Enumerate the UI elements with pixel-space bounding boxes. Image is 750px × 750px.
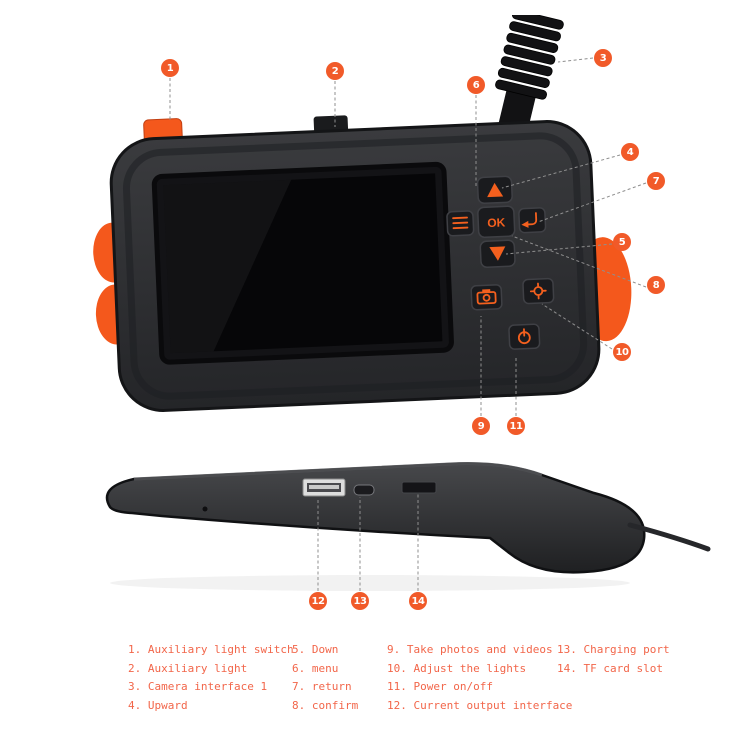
callout-9: 9 [472, 417, 490, 435]
legend-item: 1. Auxiliary light switch [128, 643, 294, 656]
legend-item: 9. Take photos and videos [387, 643, 553, 656]
camera-icon [476, 289, 497, 305]
callout-4: 4 [621, 143, 639, 161]
usb-a-port [302, 478, 346, 497]
legend-item: 8. confirm [292, 698, 359, 712]
screw-hole [202, 506, 208, 512]
callout-6: 6 [467, 76, 485, 94]
return-arrow-icon [521, 212, 538, 228]
arrow-up-icon [487, 182, 504, 198]
legend-item: 2. Auxiliary light [128, 661, 248, 675]
micro-usb-port [353, 484, 375, 496]
callout-13: 13 [351, 592, 369, 610]
confirm-button-illustration [477, 205, 516, 239]
return-button-illustration [518, 207, 547, 234]
arrow-down-icon [489, 246, 506, 261]
legend-item: 5. Down [292, 643, 339, 656]
power-icon [517, 328, 531, 345]
power-button-illustration [508, 323, 541, 350]
photo-button-illustration [470, 284, 503, 311]
callout-7: 7 [647, 172, 665, 190]
legend-item: 6. menu [292, 661, 339, 675]
side-view-illustration [70, 445, 730, 619]
legend-item: 11. Power on/off [387, 680, 493, 693]
legend-item: 4. Upward [128, 698, 188, 712]
boot-stem [498, 87, 537, 132]
legend-item: 13. Charging port [557, 643, 670, 656]
ok-label: OK [487, 215, 506, 230]
callout-3: 3 [594, 49, 612, 67]
side-body [105, 462, 646, 574]
top-edge-highlight [133, 461, 543, 481]
legend-item: 12. Current output interface [387, 698, 573, 712]
legend-column-2: 5. Down 6. menu 7. return 8. confirm [292, 641, 358, 715]
legend-item: 7. return [292, 680, 352, 693]
callout-2: 2 [326, 62, 344, 80]
callout-12: 12 [309, 592, 327, 610]
legend-item: 3. Camera interface 1 [128, 680, 268, 693]
menu-icon [452, 216, 469, 230]
callout-1: 1 [161, 59, 179, 77]
callout-8: 8 [647, 276, 665, 294]
light-button-illustration [522, 277, 555, 305]
ground-shadow [110, 575, 630, 591]
legend-column-1: 1. Auxiliary light switch 2. Auxiliary l… [128, 641, 294, 715]
callout-5: 5 [613, 233, 631, 251]
callout-14: 14 [409, 592, 427, 610]
front-view-svg: OK [93, 9, 632, 412]
probe-cable [627, 522, 711, 552]
legend-column-3: 9. Take photos and videos 10. Adjust the… [387, 641, 572, 715]
callout-11: 11 [507, 417, 525, 435]
legend-item: 14. TF card slot [557, 661, 663, 675]
screen-glare [163, 179, 292, 354]
tf-slot [401, 481, 437, 494]
front-view-illustration: OK [70, 9, 680, 449]
legend-column-4: 13. Charging port 14. TF card slot [557, 641, 670, 678]
screen [163, 173, 443, 354]
side-view-svg [105, 461, 711, 591]
camera-cable-boot [495, 9, 564, 132]
callout-10: 10 [613, 343, 631, 361]
legend-item: 10. Adjust the lights [387, 661, 527, 675]
